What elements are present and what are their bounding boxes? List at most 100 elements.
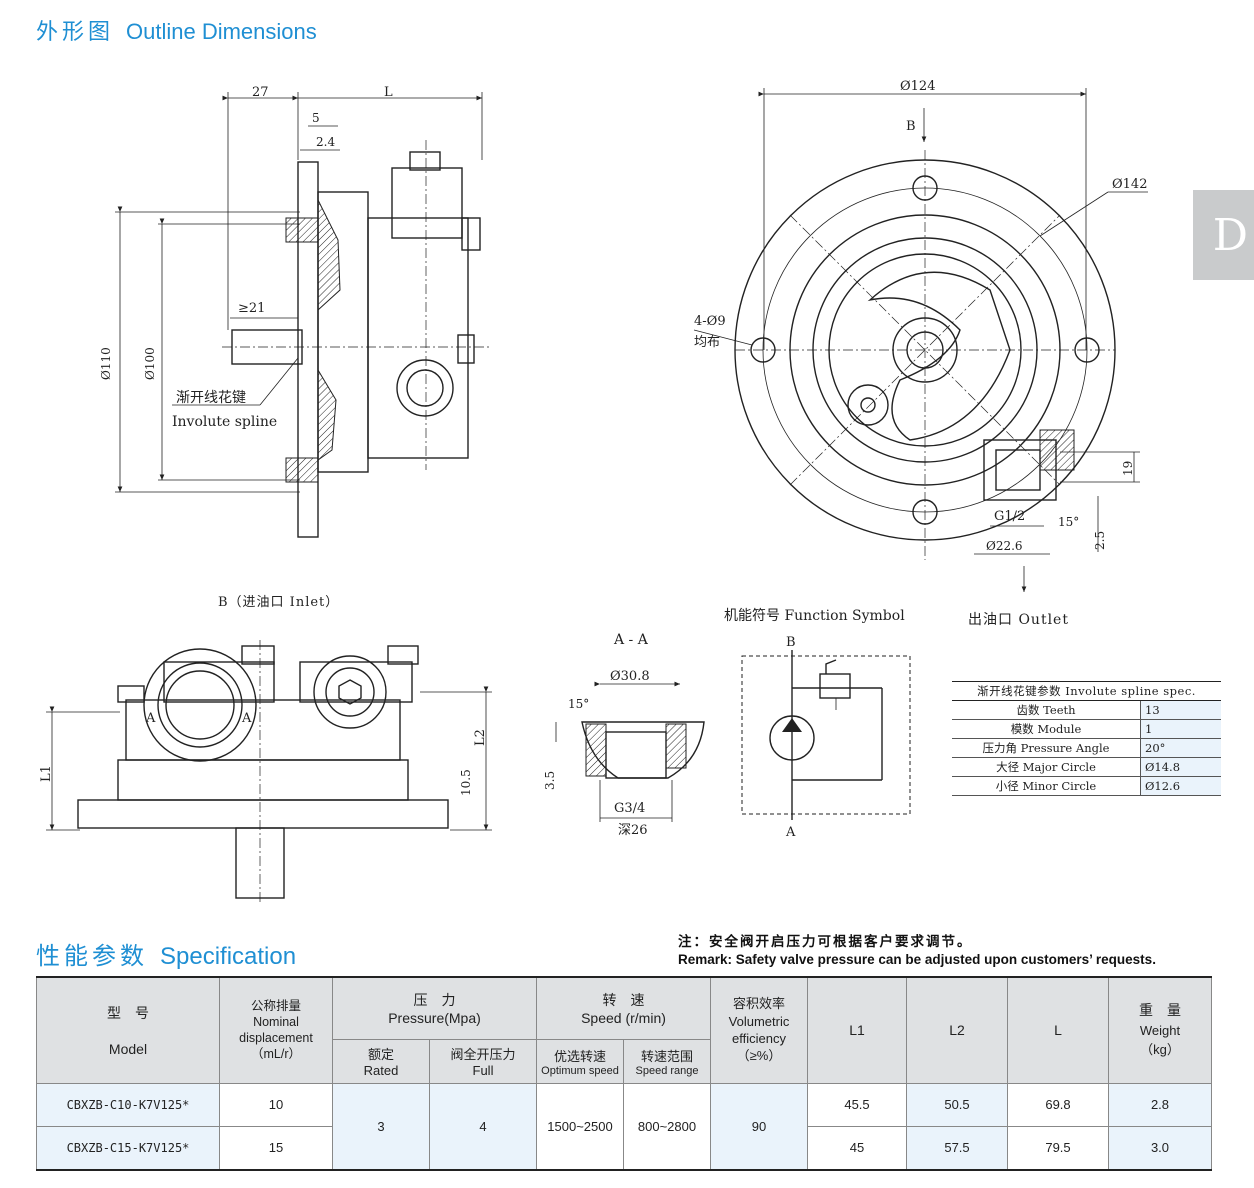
table-row: CBXZB-C15-K7V125* 15 45 57.5 79.5 3.0 bbox=[36, 1125, 1212, 1170]
section-aa-label: A - A bbox=[613, 632, 649, 648]
header-weight-en: Weight bbox=[1139, 1022, 1181, 1038]
header-pressure: 压 力 Pressure(Mpa) bbox=[332, 976, 537, 1040]
header-rated-en: Rated bbox=[363, 1063, 399, 1078]
cell-displacement: 15 bbox=[219, 1125, 333, 1170]
header-opt-en: Optimum speed bbox=[541, 1064, 619, 1077]
outlet-label: 出油口 Outlet bbox=[968, 612, 1069, 628]
dim-124: Ø124 bbox=[900, 79, 935, 94]
spec-header-row-2: 额定 Rated 阀全开压力 Full 优选转速 Optimum speed 转… bbox=[37, 1038, 1212, 1084]
header-range-en: Speed range bbox=[635, 1064, 699, 1077]
dim-142: Ø142 bbox=[1112, 177, 1147, 192]
front-view: Ø124 B Ø142 4-Ø9 均布 19 bbox=[693, 79, 1148, 628]
section-tab-d[interactable]: D bbox=[1193, 190, 1254, 280]
header-rated-cn: 额定 bbox=[367, 1048, 394, 1063]
dim-110: Ø110 bbox=[99, 347, 113, 380]
side-view: 27 L 5 2.4 Ø110 Ø100 ≥21 bbox=[99, 85, 490, 538]
outline-title-cn: 外形图 bbox=[36, 20, 115, 45]
holes-label-bottom: 均布 bbox=[694, 335, 720, 350]
dim-l1: L1 bbox=[39, 765, 54, 782]
bottom-view: B（进油口 Inlet） A A L1 L2 10.5 bbox=[39, 595, 492, 905]
view-label-b: B bbox=[906, 119, 916, 134]
specification-title: 性能参数 Specification bbox=[36, 936, 296, 971]
cell-full: 4 bbox=[429, 1082, 537, 1170]
cell-displacement: 10 bbox=[219, 1082, 333, 1127]
dim-g3-4: G3/4 bbox=[614, 801, 645, 816]
header-disp-en2: displacement bbox=[239, 1031, 313, 1046]
header-opt-cn: 优选转速 bbox=[553, 1049, 606, 1065]
holes-label-top: 4-Ø9 bbox=[694, 314, 726, 329]
dim-15deg: 15° bbox=[1058, 515, 1079, 529]
dim-2-4: 2.4 bbox=[316, 135, 335, 149]
remark-note: 注：安全阀开启压力可根据客户要求调节。 Remark: Safety valve… bbox=[678, 934, 1156, 968]
header-eff-unit: （≥%） bbox=[736, 1048, 782, 1064]
inlet-label: B（进油口 Inlet） bbox=[218, 595, 339, 610]
cell-speed-range: 800~2800 bbox=[623, 1082, 711, 1170]
dim-10-5: 10.5 bbox=[459, 769, 473, 796]
dim-2-5: 2.5 bbox=[1093, 531, 1107, 550]
spline-key: 模数 Module bbox=[952, 719, 1141, 739]
cell-l1: 45 bbox=[807, 1125, 907, 1170]
dim-19: 19 bbox=[1121, 461, 1135, 476]
spec-title-cn: 性能参数 bbox=[36, 942, 148, 970]
spline-key: 齿数 Teeth bbox=[952, 700, 1141, 720]
header-optimum-speed: 优选转速 Optimum speed bbox=[536, 1038, 624, 1084]
header-pressure-en: Pressure(Mpa) bbox=[388, 1010, 481, 1027]
header-model: 型 号 Model bbox=[36, 976, 220, 1084]
header-full-cn: 阀全开压力 bbox=[450, 1048, 516, 1063]
section-a-left: A bbox=[145, 711, 156, 726]
cell-optimum-speed: 1500~2500 bbox=[536, 1082, 624, 1170]
header-speed-en: Speed (r/min) bbox=[581, 1010, 666, 1027]
spline-label-cn: 渐开线花键 bbox=[176, 390, 246, 406]
dim-5: 5 bbox=[312, 111, 320, 125]
header-displacement: 公称排量 Nominal displacement （mL/r） bbox=[219, 976, 333, 1084]
header-eff-en1: Volumetric bbox=[728, 1014, 790, 1030]
dim-l: L bbox=[384, 85, 393, 100]
header-pressure-cn: 压 力 bbox=[413, 993, 456, 1010]
header-rated: 额定 Rated bbox=[332, 1038, 430, 1084]
outline-dimensions-title: 外形图 Outline Dimensions bbox=[36, 14, 317, 46]
header-model-en: Model bbox=[108, 1041, 148, 1058]
outline-drawings: 27 L 5 2.4 Ø110 Ø100 ≥21 bbox=[39, 79, 1148, 905]
cell-weight: 2.8 bbox=[1108, 1082, 1212, 1127]
dim-g1-2: G1/2 bbox=[994, 509, 1025, 524]
outline-title-en: Outline Dimensions bbox=[126, 19, 317, 44]
spline-value: 13 bbox=[1140, 700, 1221, 720]
spec-title-en: Specification bbox=[160, 943, 297, 970]
cell-l2: 50.5 bbox=[906, 1082, 1008, 1127]
cell-l: 79.5 bbox=[1007, 1125, 1109, 1170]
header-eff-cn: 容积效率 bbox=[732, 997, 785, 1013]
dim-30-8: Ø30.8 bbox=[610, 669, 650, 684]
header-disp-unit: （mL/r） bbox=[250, 1047, 301, 1062]
header-full-en: Full bbox=[472, 1063, 494, 1078]
remark-cn: 注：安全阀开启压力可根据客户要求调节。 bbox=[678, 934, 973, 950]
section-aa-view: A - A Ø30.8 15° 3.5 G3/4 深26 bbox=[543, 632, 705, 838]
spline-value: 1 bbox=[1140, 719, 1221, 739]
spline-key: 大径 Major Circle bbox=[952, 757, 1141, 777]
section-a-right: A bbox=[241, 711, 252, 726]
dim-l2: L2 bbox=[473, 729, 488, 746]
dim-15deg-b: 15° bbox=[568, 697, 589, 711]
depth-label: 深26 bbox=[618, 823, 648, 838]
header-weight-unit: （kg） bbox=[1140, 1041, 1180, 1057]
function-symbol: 机能符号 Function Symbol B A bbox=[724, 608, 911, 840]
spline-key: 小径 Minor Circle bbox=[952, 776, 1141, 796]
cell-l1: 45.5 bbox=[807, 1082, 907, 1127]
spec-header-row-1: 型 号 Model 公称排量 Nominal displacement （mL/… bbox=[36, 976, 1212, 1084]
spline-label-en: Involute spline bbox=[172, 414, 277, 430]
symbol-a: A bbox=[785, 825, 796, 840]
spec-table: 型 号 Model 公称排量 Nominal displacement （mL/… bbox=[36, 976, 1212, 1171]
table-row: CBXZB-C10-K7V125* 10 3 4 1500~2500 800~2… bbox=[36, 1082, 1212, 1170]
header-eff-en2: efficiency bbox=[732, 1031, 786, 1047]
header-speed: 转 速 Speed (r/min) bbox=[536, 976, 711, 1040]
cell-weight: 3.0 bbox=[1108, 1125, 1212, 1170]
spline-value: Ø14.8 bbox=[1140, 757, 1221, 777]
header-full: 阀全开压力 Full bbox=[429, 1038, 537, 1084]
spline-key: 压力角 Pressure Angle bbox=[952, 738, 1141, 758]
header-disp-cn: 公称排量 bbox=[250, 998, 301, 1014]
remark-en: Remark: Safety valve pressure can be adj… bbox=[678, 952, 1156, 967]
